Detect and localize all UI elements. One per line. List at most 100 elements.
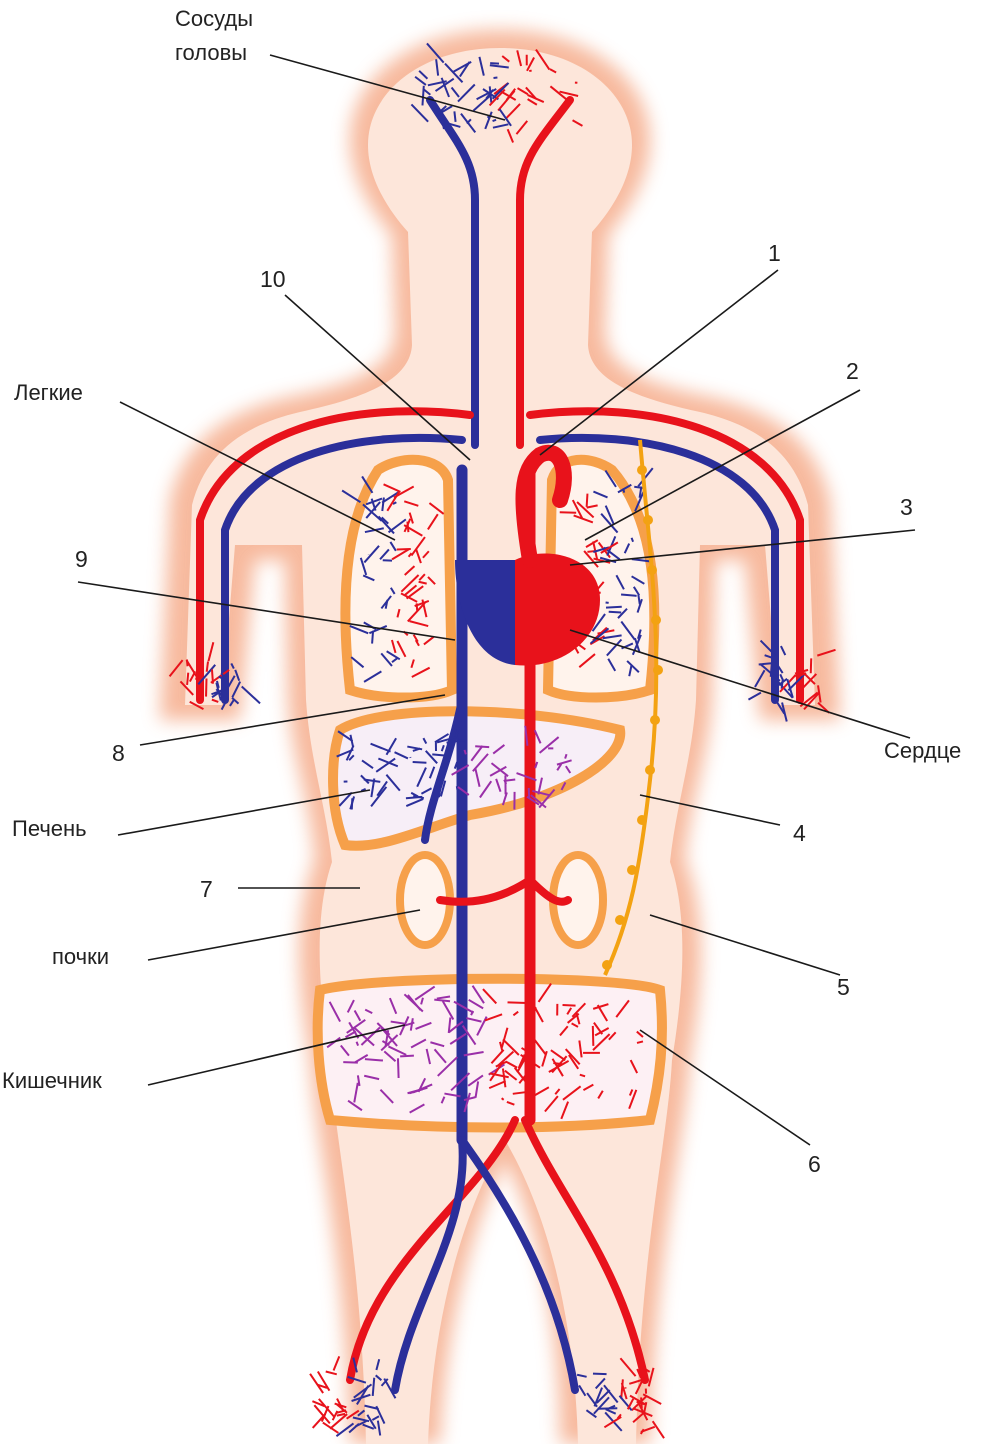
capillary	[338, 791, 353, 807]
capillary	[375, 1359, 381, 1371]
capillary	[535, 49, 551, 71]
capillary	[775, 662, 784, 674]
capillary	[424, 750, 438, 765]
kidneys	[396, 851, 607, 949]
capillary	[210, 669, 214, 684]
leader-heart	[569, 629, 911, 739]
capillary	[231, 681, 242, 698]
capillary	[220, 697, 229, 711]
capillary	[407, 602, 426, 623]
left-arm-vein	[221, 433, 466, 704]
capillary	[346, 1409, 360, 1420]
capillary	[470, 745, 484, 762]
lymph-node	[650, 715, 660, 725]
capillary	[567, 1012, 580, 1024]
capillary	[451, 764, 470, 776]
capillary	[218, 675, 229, 683]
capillary	[495, 778, 502, 792]
capillary	[507, 1001, 527, 1005]
capillary	[461, 1024, 477, 1046]
capillary	[430, 1041, 445, 1048]
lymph-node	[653, 665, 663, 675]
capillary	[484, 111, 493, 130]
capillary	[412, 761, 427, 764]
capillary	[594, 1377, 606, 1390]
capillary	[593, 1387, 603, 1407]
capillary	[394, 751, 409, 760]
capillary	[345, 1030, 357, 1039]
capillary	[332, 1356, 341, 1371]
capillary	[409, 620, 429, 628]
capillary	[550, 1049, 566, 1062]
capillary	[380, 1378, 389, 1387]
capillary	[626, 660, 640, 673]
capillary	[383, 1050, 397, 1062]
capillary	[356, 1075, 361, 1087]
capillary	[631, 558, 651, 563]
capillary	[363, 1074, 380, 1081]
capillary	[317, 1383, 328, 1389]
capillary	[526, 57, 535, 72]
capillary	[450, 86, 460, 98]
capillary	[606, 638, 623, 657]
capillary	[640, 1365, 651, 1373]
capillary	[186, 672, 190, 686]
lymph-node	[647, 565, 657, 575]
capillary	[312, 1400, 325, 1408]
capillary	[490, 1049, 505, 1064]
capillary	[362, 503, 383, 522]
capillary	[504, 778, 516, 782]
capillary	[504, 1069, 518, 1081]
capillary	[422, 550, 430, 559]
capillary	[501, 792, 508, 806]
capillary	[572, 119, 583, 127]
renal-arteries	[436, 876, 572, 906]
right-arm-vein	[536, 433, 779, 704]
capillary	[544, 1095, 559, 1113]
capillary	[628, 1089, 634, 1096]
leader-lungs	[119, 401, 396, 541]
heart	[455, 444, 600, 666]
capillary	[630, 537, 635, 543]
capillary	[803, 691, 820, 711]
capillary	[446, 739, 465, 744]
capillary	[616, 1413, 622, 1420]
capillary	[444, 62, 464, 83]
capillary	[410, 659, 415, 669]
capillary	[216, 680, 220, 689]
capillary	[512, 1010, 519, 1017]
capillary	[313, 1404, 331, 1425]
capillary	[463, 1051, 484, 1057]
capillary	[620, 593, 637, 597]
capillary	[388, 997, 398, 1015]
capillary	[356, 1385, 370, 1405]
capillary	[450, 1072, 471, 1092]
capillary	[626, 1398, 635, 1410]
leader-8	[139, 694, 446, 746]
leader-1	[539, 269, 779, 456]
capillary	[197, 664, 217, 685]
capillary	[605, 605, 622, 609]
capillary	[619, 1357, 637, 1377]
capillary	[337, 730, 354, 742]
capillary	[600, 513, 619, 534]
capillary	[345, 745, 355, 761]
number-4: 4	[793, 820, 806, 846]
lymph-node	[627, 865, 637, 875]
capillary	[525, 86, 537, 100]
capillary	[311, 1413, 327, 1429]
capillary	[427, 513, 439, 530]
capillary	[636, 598, 643, 613]
capillary	[596, 1004, 609, 1022]
capillary	[520, 1054, 541, 1069]
capillary	[385, 737, 397, 756]
capillary	[436, 995, 451, 1000]
leader-liver	[117, 789, 371, 836]
capillary	[471, 985, 485, 1004]
capillary	[354, 1054, 369, 1064]
number-7: 7	[200, 876, 213, 902]
capillary	[415, 549, 422, 564]
capillary	[780, 645, 787, 656]
